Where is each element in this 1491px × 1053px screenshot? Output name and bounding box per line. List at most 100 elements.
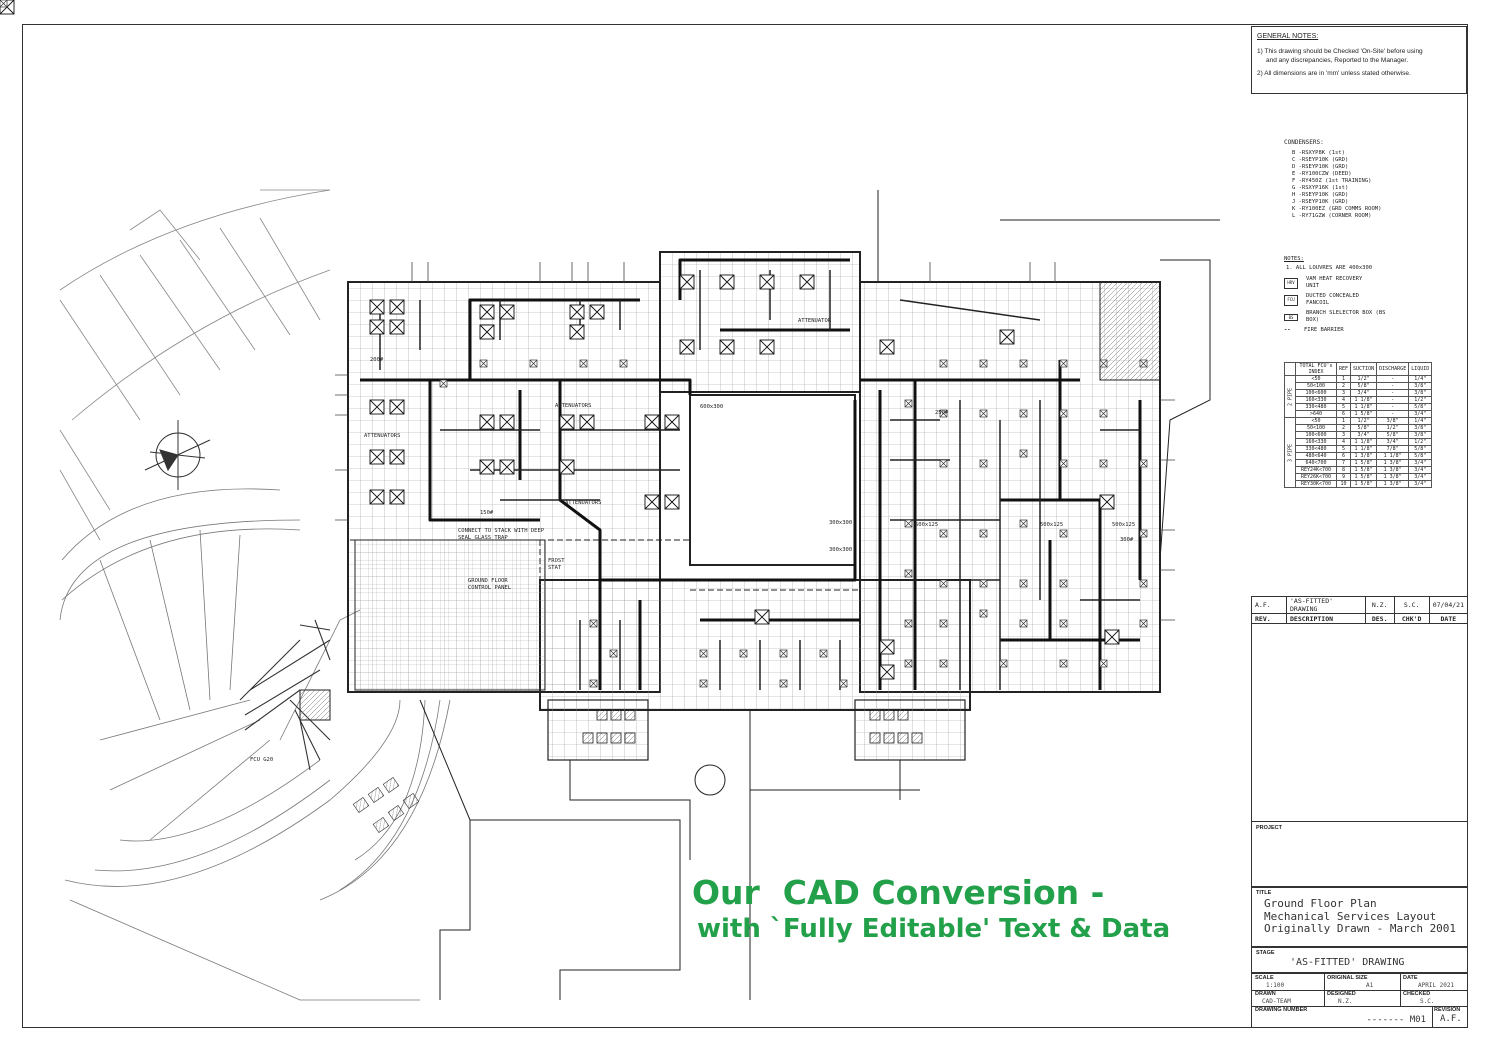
table-cell: 1 5/8"	[1350, 480, 1378, 488]
table-header: SUCTION	[1350, 362, 1378, 376]
general-note-1b: and any discrepancies, Reported to the M…	[1266, 56, 1409, 64]
pipe-group-label: 3 PIPE	[1284, 417, 1296, 488]
fcu-pipe-size-table: TOTAL FCU's INDEX REF SUCTION DISCHARGE …	[1284, 362, 1433, 488]
table-cell: <50	[1295, 417, 1337, 425]
stage-label: STAGE	[1256, 950, 1275, 956]
table-cell: 2	[1335, 424, 1352, 432]
table-cell: 3/4"	[1408, 410, 1433, 418]
designed-label: DESIGNED	[1327, 991, 1356, 997]
table-cell: 1 5/8"	[1350, 410, 1378, 418]
table-header: REF	[1335, 362, 1352, 376]
table-cell: 1	[1335, 375, 1352, 383]
table-cell: 1 3/8"	[1376, 480, 1410, 488]
table-cell: 3/4"	[1376, 438, 1410, 446]
condenser-item: H -RSEYP10K (GRD)	[1292, 192, 1349, 198]
label-duct-600x300: 600x300	[700, 404, 724, 410]
table-cell: REY26K<700	[1295, 473, 1337, 481]
rev-checker: S.C.	[1393, 596, 1430, 614]
condenser-item: D -RSEYP10K (GRD)	[1292, 164, 1349, 170]
table-cell: 3/4"	[1350, 389, 1378, 397]
condenser-item: C -RSEYP10K (GRD)	[1292, 157, 1349, 163]
table-cell: 330<480	[1295, 445, 1337, 453]
checked-label: CHECKED	[1403, 991, 1431, 997]
label-duct-150: 150#	[480, 510, 494, 516]
table-header: TOTAL FCU's INDEX	[1295, 362, 1337, 376]
rev-date: 07/04/21	[1428, 596, 1469, 614]
table-cell: 6	[1335, 452, 1352, 460]
table-cell: 1 3/8"	[1376, 473, 1410, 481]
table-header-row: TOTAL FCU's INDEX REF SUCTION DISCHARGE …	[1284, 362, 1433, 376]
label-control-panel: GROUND FLOOR CONTROL PANEL	[468, 578, 512, 591]
label-duct-300x300-a: 300x300	[829, 520, 853, 526]
date-value: APRIL 2021	[1418, 982, 1455, 989]
table-cell: 3/4"	[1408, 466, 1433, 474]
fire-barrier	[350, 539, 860, 690]
legend-text: BRANCH SLELECTOR BOX (BS BOX)	[1306, 310, 1386, 323]
drawing-number-value: ------- M01	[1366, 1015, 1426, 1025]
general-note-1a: 1) This drawing should be Checked 'On-Si…	[1257, 48, 1423, 55]
original-size-label: ORIGINAL SIZE	[1327, 975, 1368, 981]
table-cell: 3/8"	[1408, 382, 1433, 390]
table-cell: >640	[1295, 410, 1337, 418]
table-cell: 160<330	[1295, 396, 1337, 404]
table-cell: 2	[1335, 382, 1352, 390]
table-cell: 6	[1335, 410, 1352, 418]
table-cell: -	[1376, 389, 1410, 397]
drawing-meta-box: SCALE 1:100 ORIGINAL SIZE A1 DATE APRIL …	[1251, 973, 1468, 1028]
north-arrow	[144, 420, 211, 490]
label-duct-500x125-b: 500x125	[1040, 522, 1064, 528]
table-cell: 1/2"	[1350, 375, 1378, 383]
table-cell: 1	[1335, 417, 1352, 425]
table-header: DISCHARGE	[1376, 362, 1410, 376]
label-duct-250: 250#	[935, 410, 949, 416]
table-cell: -	[1376, 382, 1410, 390]
label-duct-300: 300#	[1120, 537, 1134, 543]
table-cell: 1/2"	[1408, 438, 1433, 446]
bs-box-symbol-icon: BS	[1284, 313, 1298, 321]
table-cell: 1 3/8"	[1350, 452, 1378, 460]
label-duct-500x125-a: 500x125	[915, 522, 939, 528]
table-cell: 3/4"	[1408, 459, 1433, 467]
fcu-symbol-icon: FCU	[1284, 294, 1298, 306]
rev-designer: N.Z.	[1364, 596, 1395, 614]
table-cell: 7/8"	[1376, 445, 1410, 453]
outside-air-arrows	[335, 262, 1175, 621]
table-cell: 1 1/8"	[1350, 438, 1378, 446]
label-connect-stack: CONNECT TO STACK WITH DEEP SEAL GLASS TR…	[458, 528, 545, 541]
table-cell: 5/8"	[1376, 431, 1410, 439]
scale-label: SCALE	[1255, 975, 1274, 981]
legend-row: -- FIRE BARRIER	[1284, 327, 1386, 334]
table-cell: 1 5/8"	[1350, 466, 1378, 474]
label-duct-300x300-b: 300x300	[829, 547, 853, 553]
table-cell: 640<700	[1295, 459, 1337, 467]
table-cell: 50<100	[1295, 382, 1337, 390]
promo-subheading: with `Fully Editable' Text & Data	[697, 914, 1171, 944]
project-box: PROJECT	[1251, 821, 1468, 887]
table-cell: 5/8"	[1408, 452, 1433, 460]
label-duct-200: 200#	[370, 357, 384, 363]
rev-header: DATE	[1428, 613, 1469, 624]
table-cell: REY24K<700	[1295, 466, 1337, 474]
revision-header-row: REV. DESCRIPTION DES. CHK'D DATE	[1251, 613, 1469, 624]
title-box: TITLE Ground Floor Plan Mechanical Servi…	[1251, 887, 1468, 947]
table-cell: 3/8"	[1408, 389, 1433, 397]
label-attenuators-2: ATTENUATORS	[555, 403, 592, 409]
revision-row: A.F. 'AS-FITTED' DRAWING N.Z. S.C. 07/04…	[1251, 596, 1469, 614]
table-cell: REY30K<700	[1295, 480, 1337, 488]
title-line: Ground Floor Plan	[1264, 897, 1377, 910]
table-cell: 1 5/8"	[1350, 459, 1378, 467]
table-cell: 1/2"	[1408, 396, 1433, 404]
condenser-item: E -RY100CZW (DEED)	[1292, 171, 1352, 177]
planter-boxes	[352, 777, 420, 833]
table-cell: 1 1/8"	[1350, 396, 1378, 404]
table-cell: 1/2"	[1350, 417, 1378, 425]
checked-value: S.C.	[1420, 998, 1435, 1005]
table-cell: 1/4"	[1408, 375, 1433, 383]
designed-value: N.Z.	[1338, 998, 1353, 1005]
